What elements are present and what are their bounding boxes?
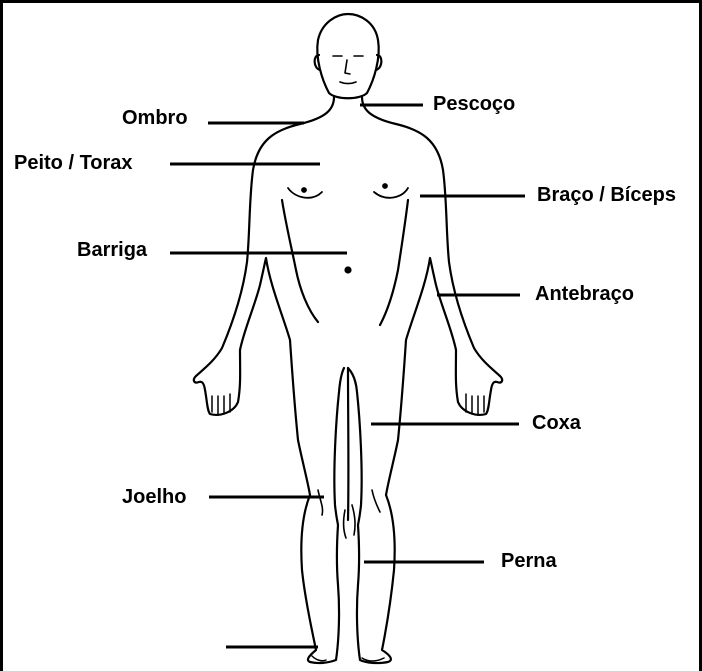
head-outline <box>317 14 378 98</box>
label-antebraco: Antebraço <box>535 284 634 304</box>
label-braco-biceps: Braço / Bíceps <box>537 185 676 205</box>
right-inner-arm <box>380 200 408 325</box>
face <box>333 56 363 84</box>
chest-details <box>288 184 408 198</box>
label-barriga: Barriga <box>77 240 147 260</box>
navel <box>346 268 351 273</box>
right-body-outline <box>348 97 502 663</box>
label-ombro: Ombro <box>122 108 188 128</box>
left-body-outline <box>194 97 344 663</box>
label-pescoco: Pescoço <box>433 94 515 114</box>
label-coxa: Coxa <box>532 413 581 433</box>
label-joelho: Joelho <box>122 487 186 507</box>
left-inner-arm <box>282 200 318 322</box>
feet-details <box>312 656 384 661</box>
label-perna: Perna <box>501 551 557 571</box>
label-peito-torax: Peito / Torax <box>14 153 133 173</box>
